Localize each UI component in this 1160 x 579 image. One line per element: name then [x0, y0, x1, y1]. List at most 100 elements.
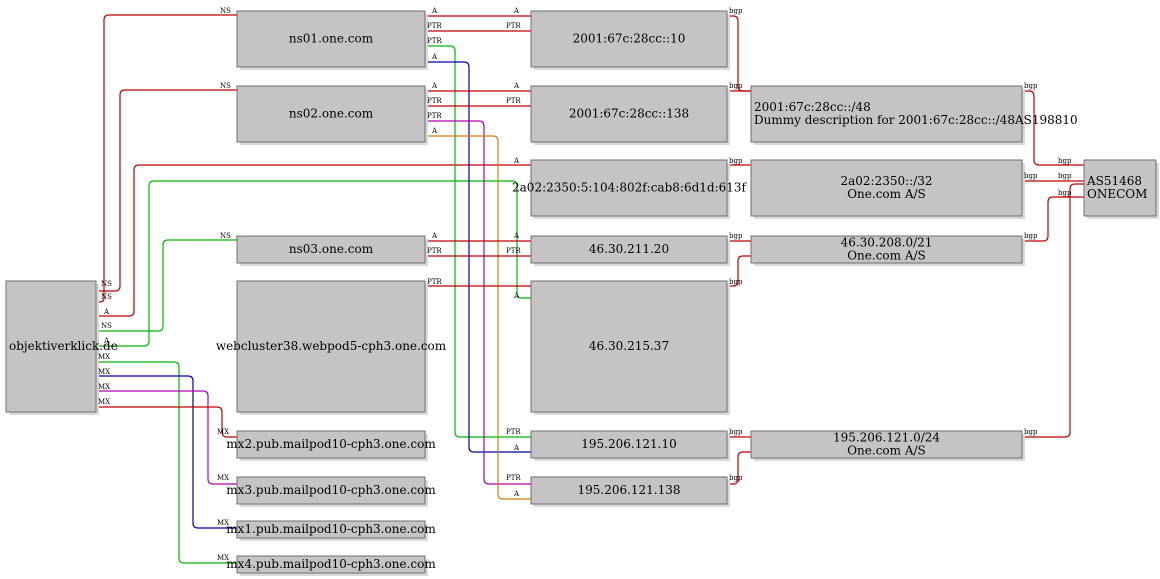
edge-label-mx: MX — [217, 428, 229, 436]
node-label: 46.30.208.0/21 — [841, 236, 933, 250]
edge-label-ptr: PTR — [427, 37, 442, 45]
edge-label-ptr: PTR — [427, 278, 442, 286]
edge-label-ptr: PTR — [506, 22, 521, 30]
node-label: ns02.one.com — [289, 107, 374, 121]
edge-label-a: A — [431, 53, 438, 61]
edge-label-ns: NS — [101, 322, 112, 330]
node-webcluster[interactable]: webcluster38.webpod5-cph3.one.com — [216, 280, 447, 415]
edge-label-ptr: PTR — [506, 428, 521, 436]
edge-label-ptr: PTR — [506, 474, 521, 482]
node-label: 2001:67c:28cc::138 — [569, 107, 689, 121]
node-ip_195_138[interactable]: 195.206.121.138 — [530, 476, 730, 507]
node-label: 46.30.215.37 — [589, 339, 669, 353]
node-box — [750, 430, 1023, 459]
edge-label-ptr: PTR — [506, 97, 521, 105]
node-label: 46.30.211.20 — [589, 242, 669, 256]
node-ip_215[interactable]: 46.30.215.37 — [530, 280, 730, 415]
node-label: ns03.one.com — [289, 242, 374, 256]
node-box — [236, 476, 426, 505]
edge-label-ns: NS — [101, 280, 112, 288]
edge-bgp-pfx6-asn — [1022, 90, 1084, 166]
node-box — [530, 235, 728, 264]
edge-mx-mx2 — [96, 406, 237, 438]
node-label: mx4.pub.mailpod10-cph3.one.com — [226, 557, 436, 571]
node-ns03[interactable]: ns03.one.com — [236, 235, 428, 266]
node-label: One.com A/S — [847, 444, 926, 458]
edges-layer — [96, 14, 1084, 564]
node-box — [530, 159, 728, 217]
node-label: AS51468 — [1086, 174, 1142, 188]
edge-label-bgp: bgp — [1058, 172, 1072, 180]
edge-label-bgp: bgp — [1058, 157, 1072, 165]
edge-label-bgp: bgp — [729, 7, 743, 15]
edge-label-a: A — [431, 232, 438, 240]
edge-mx-mx1 — [96, 375, 237, 529]
edge-label-ptr: PTR — [427, 247, 442, 255]
node-mx2[interactable]: mx2.pub.mailpod10-cph3.one.com — [226, 430, 436, 461]
edge-label-ns: NS — [220, 7, 231, 15]
node-label: mx1.pub.mailpod10-cph3.one.com — [226, 522, 436, 536]
edge-label-bgp: bgp — [729, 82, 743, 90]
node-label: 195.206.121.10 — [581, 437, 676, 451]
node-box — [530, 476, 728, 505]
node-mx3[interactable]: mx3.pub.mailpod10-cph3.one.com — [226, 476, 436, 507]
node-box — [530, 430, 728, 459]
node-box — [236, 430, 426, 459]
node-box — [750, 235, 1023, 264]
node-label: One.com A/S — [847, 187, 926, 201]
node-ip6_138[interactable]: 2001:67c:28cc::138 — [530, 85, 730, 145]
edge-ns-ns02 — [96, 89, 237, 292]
edge-label-mx: MX — [217, 519, 229, 527]
edge-label-mx: MX — [217, 554, 229, 562]
nodes-layer: objektiverklick.de ns01.one.com ns02.one.c… — [5, 10, 1159, 576]
edge-ns02-a195 — [425, 135, 531, 500]
node-label: 2a02:2350::/32 — [840, 174, 932, 188]
edge-label-a: A — [513, 232, 520, 240]
edge-label-a: A — [513, 7, 520, 15]
node-box — [530, 85, 728, 143]
node-label: 195.206.121.138 — [577, 483, 680, 497]
edge-label-bgp: bgp — [729, 157, 743, 165]
edge-bgp-ip195-138 — [727, 451, 751, 485]
edge-label-a: A — [431, 7, 438, 15]
node-label: 195.206.121.0/24 — [833, 431, 940, 445]
edge-mx-mx4 — [96, 361, 237, 564]
edge-ns02-ptr195 — [425, 120, 531, 485]
node-ns01[interactable]: ns01.one.com — [236, 10, 428, 70]
node-box — [5, 280, 97, 413]
edge-label-bgp: bgp — [1024, 82, 1038, 90]
node-label: 2001:67c:28cc::/48 — [754, 100, 871, 114]
edge-label-a: A — [513, 82, 520, 90]
node-box — [236, 235, 426, 264]
edge-label-mx: MX — [98, 353, 110, 361]
edge-label-bgp: bgp — [1024, 232, 1038, 240]
edge-label-bgp: bgp — [1024, 428, 1038, 436]
node-label: One.com A/S — [847, 249, 926, 263]
node-label: 2001:67c:28cc::10 — [573, 32, 686, 46]
node-label: objektiverklick.de — [9, 339, 118, 353]
node-ip_211[interactable]: 46.30.211.20 — [530, 235, 730, 266]
node-box — [236, 520, 426, 539]
node-ip6_10[interactable]: 2001:67c:28cc::10 — [530, 10, 730, 70]
edge-mx-mx3 — [96, 390, 237, 485]
node-mx4[interactable]: mx4.pub.mailpod10-cph3.one.com — [226, 555, 436, 576]
edge-label-ptr: PTR — [427, 22, 442, 30]
edge-labels-layer: NSNSNSNSNSANSAMXMXMXMXMXMXMXMXAPTRPTRAAP… — [98, 7, 1072, 562]
edge-label-ns: NS — [101, 293, 112, 301]
edge-label-a: A — [513, 444, 520, 452]
node-ip_195_10[interactable]: 195.206.121.10 — [530, 430, 730, 461]
edge-label-bgp: bgp — [729, 474, 743, 482]
node-label: mx3.pub.mailpod10-cph3.one.com — [226, 483, 436, 497]
edge-a-ip211 — [96, 164, 531, 317]
node-ns02[interactable]: ns02.one.com — [236, 85, 428, 145]
node-objektiverklick[interactable]: objektiverklick.de — [5, 280, 118, 415]
node-ip6_ws[interactable]: 2a02:2350:5:104:802f:cab8:6d1d:613f — [512, 159, 748, 219]
node-mx1[interactable]: mx1.pub.mailpod10-cph3.one.com — [226, 520, 436, 541]
node-box — [750, 85, 1023, 143]
